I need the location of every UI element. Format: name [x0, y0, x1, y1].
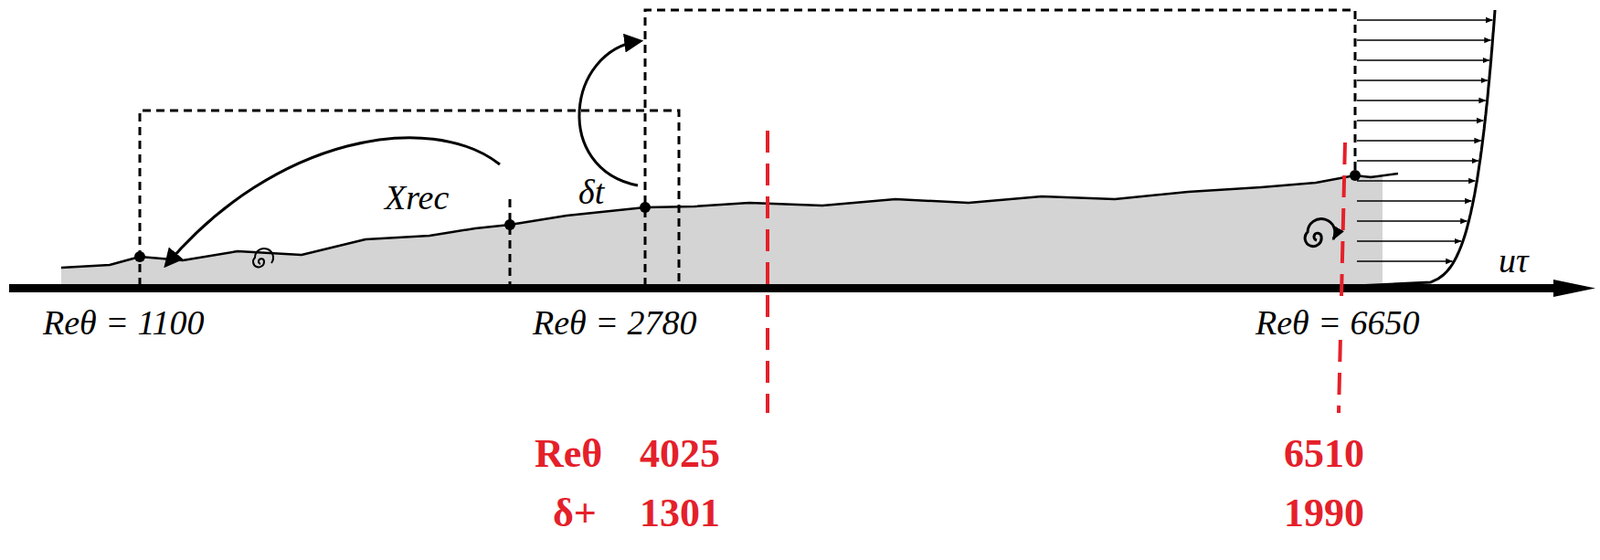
- station-line: [765, 130, 770, 414]
- vortex-symbol: [253, 248, 274, 267]
- profile-curve: [1355, 10, 1495, 287]
- velocity-arrow: [1356, 240, 1462, 243]
- plane-label: Xrec: [382, 180, 451, 215]
- velocity-label: uτ: [1498, 243, 1529, 278]
- station-value: 1301: [639, 493, 721, 534]
- velocity-arrow: [1356, 180, 1475, 182]
- station-value: 6510: [1283, 434, 1365, 475]
- recycling-box-small: [139, 110, 679, 287]
- velocity-arrow: [1356, 159, 1479, 162]
- velocity-arrow: [1356, 99, 1486, 102]
- row-heading: Reθ: [534, 434, 603, 475]
- vortex-symbol: [1304, 219, 1336, 247]
- station-dots: [134, 169, 1361, 263]
- velocity-arrow: [1356, 79, 1488, 82]
- velocity-arrow: [1356, 139, 1482, 142]
- velocity-arrow: [1356, 39, 1492, 42]
- velocity-arrow: [1356, 19, 1493, 22]
- velocity-arrow: [1356, 119, 1484, 122]
- velocity-arrow: [1356, 59, 1490, 62]
- reynolds-label: Reθ = 1100: [41, 305, 207, 340]
- velocity-profile: [1355, 10, 1495, 287]
- reynolds-label: Reθ = 6650: [1253, 305, 1421, 340]
- thickness-label: δt: [576, 174, 606, 210]
- station-value: 4025: [639, 434, 721, 475]
- recycle-arrow: [166, 137, 500, 265]
- station-value: 1990: [1283, 493, 1365, 534]
- wall: [9, 284, 1563, 293]
- rescale-arrow: [579, 41, 640, 186]
- reynolds-label: Reθ = 2780: [530, 305, 699, 340]
- velocity-arrow: [1356, 260, 1452, 263]
- velocity-arrow: [1356, 220, 1467, 223]
- recycling-box-large: [645, 10, 1356, 287]
- velocity-arrow: [1356, 200, 1472, 202]
- row-heading: δ+: [552, 493, 597, 534]
- station-line: [1338, 142, 1346, 414]
- boundary-layer-edge: [61, 173, 1399, 268]
- recycling-plane: [508, 199, 512, 287]
- wall-arrowhead: [1553, 279, 1596, 297]
